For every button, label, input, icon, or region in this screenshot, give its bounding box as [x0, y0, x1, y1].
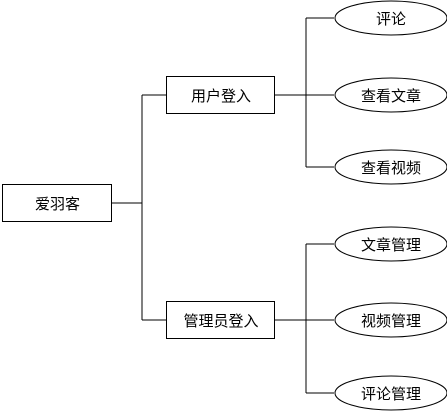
root-node-label: 爱羽客: [34, 195, 80, 213]
branch2-leaf2-ellipse: [334, 302, 447, 338]
leaf-label-video-management: 视频管理: [360, 311, 421, 330]
branch1-connectors: [275, 17, 334, 168]
leaf-label-view-videos: 查看视频: [360, 158, 421, 177]
branch2-node-box: [166, 301, 275, 339]
branch-node-label-admin-login: 管理员登入: [183, 312, 259, 330]
leaf-label-article-management: 文章管理: [360, 235, 421, 254]
leaf-label-comment: 评论: [375, 9, 406, 28]
leaf-label-comment-management: 评论管理: [360, 384, 421, 403]
branch1-node-box: [166, 76, 275, 114]
branch-node-label-user-login: 用户登入: [190, 87, 251, 105]
leaf-label-view-articles: 查看文章: [360, 86, 421, 105]
branch2-leaf1-ellipse: [334, 226, 447, 262]
branch1-leaf3-ellipse: [334, 149, 447, 185]
root-connectors: [112, 94, 166, 321]
root-node-box: [2, 184, 112, 222]
branch2-leaf3-ellipse: [334, 375, 447, 411]
branch1-leaf2-ellipse: [334, 77, 447, 113]
branch1-leaf1-ellipse: [334, 0, 447, 36]
branch2-connectors: [275, 243, 334, 394]
